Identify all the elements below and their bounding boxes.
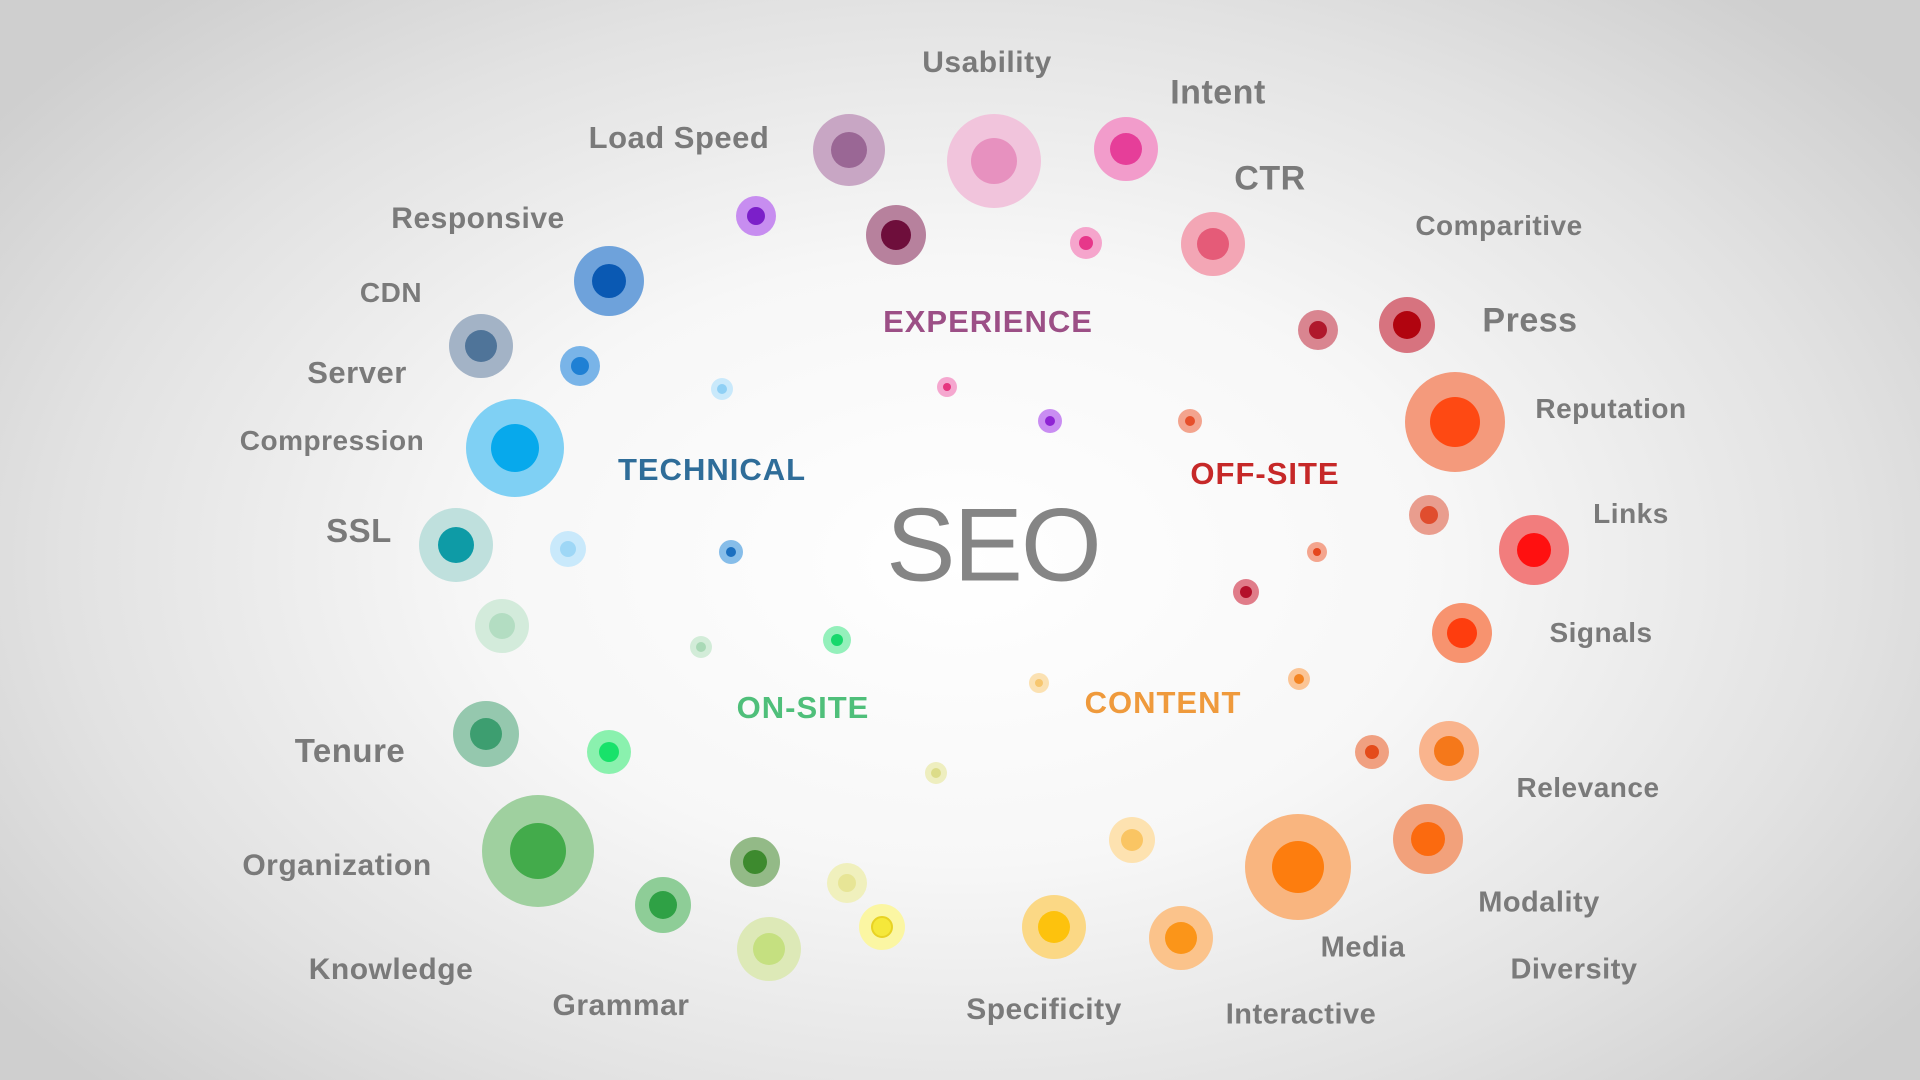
term-specificity: Specificity	[966, 993, 1122, 1026]
term-usability: Usability	[922, 46, 1052, 79]
category-on-site: ON-SITE	[736, 690, 870, 725]
bubble-content-pale-yellow	[827, 863, 867, 903]
bubble-content-bright-yellow	[859, 904, 905, 950]
bubble-relevance	[1419, 721, 1479, 781]
bubble-compression	[466, 399, 564, 497]
bubble-ctr	[1181, 212, 1245, 276]
bubble-tenure	[453, 701, 519, 767]
bubble-technical-light	[550, 531, 586, 567]
bubble-experience-small-2	[1070, 227, 1102, 259]
bubble-intent	[1094, 117, 1158, 181]
bubble-ssl	[419, 508, 493, 582]
bubble-media	[1245, 814, 1351, 920]
term-diversity: Diversity	[1510, 953, 1638, 986]
bubble-experience-dark	[866, 205, 926, 265]
term-intent: Intent	[1170, 73, 1266, 112]
bubble-usability	[947, 114, 1041, 208]
bubble-specificity	[1022, 895, 1086, 959]
term-tenure: Tenure	[294, 732, 406, 769]
bubble-technical-dot-2	[719, 540, 743, 564]
bubble-off-site-dot-3	[1233, 579, 1259, 605]
term-server: Server	[307, 355, 407, 390]
bubble-experience-small-1	[736, 196, 776, 236]
category-technical: TECHNICAL	[617, 452, 807, 487]
bubble-press	[1379, 297, 1435, 353]
seo-title: SEO	[886, 487, 1102, 604]
bubble-off-site-mid	[1409, 495, 1449, 535]
bubble-reputation	[1405, 372, 1505, 472]
bubble-technical-small	[560, 346, 600, 386]
bubble-experience-dot-1	[937, 377, 957, 397]
term-interactive: Interactive	[1225, 998, 1377, 1031]
term-media: Media	[1320, 931, 1406, 964]
bubble-on-site-bright	[587, 730, 631, 774]
bubble-content-red-orange	[1355, 735, 1389, 769]
bubble-organization	[482, 795, 594, 907]
bubble-content-dot-3	[925, 762, 947, 784]
category-experience: EXPERIENCE	[883, 304, 1093, 339]
term-ctr: CTR	[1234, 159, 1306, 198]
bubble-on-site-olive	[730, 837, 780, 887]
bubble-on-site-dot-1	[690, 636, 712, 658]
term-responsive: Responsive	[391, 202, 565, 235]
bubble-off-site-dot-2	[1307, 542, 1327, 562]
bubble-content-dot-1	[1029, 673, 1049, 693]
bubble-knowledge	[635, 877, 691, 933]
term-relevance: Relevance	[1516, 772, 1660, 803]
bubble-modality	[1393, 804, 1463, 874]
bubble-load-speed	[813, 114, 885, 186]
term-cdn: CDN	[359, 277, 423, 308]
bubble-on-site-light	[475, 599, 529, 653]
term-signals: Signals	[1549, 617, 1653, 648]
term-ssl: SSL	[326, 512, 392, 549]
bubble-off-site-small	[1298, 310, 1338, 350]
bubble-content-light	[1109, 817, 1155, 863]
bubble-links	[1499, 515, 1569, 585]
bubble-grammar	[737, 917, 801, 981]
term-organization: Organization	[242, 849, 432, 882]
bubble-content-dot-2	[1288, 668, 1310, 690]
bubble-responsive	[574, 246, 644, 316]
term-comparitive: Comparitive	[1415, 210, 1583, 241]
bubble-on-site-dot-2	[823, 626, 851, 654]
term-links: Links	[1593, 498, 1669, 529]
term-compression: Compression	[239, 425, 425, 456]
bubble-experience-dot-2	[1038, 409, 1062, 433]
bubble-cdn	[449, 314, 513, 378]
bubble-off-site-dot-1	[1178, 409, 1202, 433]
term-knowledge: Knowledge	[308, 953, 474, 986]
bubble-signals	[1432, 603, 1492, 663]
term-load-speed: Load Speed	[588, 120, 770, 155]
term-reputation: Reputation	[1535, 393, 1687, 424]
category-off-site: OFF-SITE	[1190, 456, 1340, 491]
term-modality: Modality	[1478, 886, 1600, 919]
term-press: Press	[1482, 301, 1578, 340]
bubble-interactive	[1149, 906, 1213, 970]
category-content: CONTENT	[1084, 685, 1242, 720]
bubble-technical-dot-1	[711, 378, 733, 400]
term-grammar: Grammar	[552, 989, 690, 1022]
